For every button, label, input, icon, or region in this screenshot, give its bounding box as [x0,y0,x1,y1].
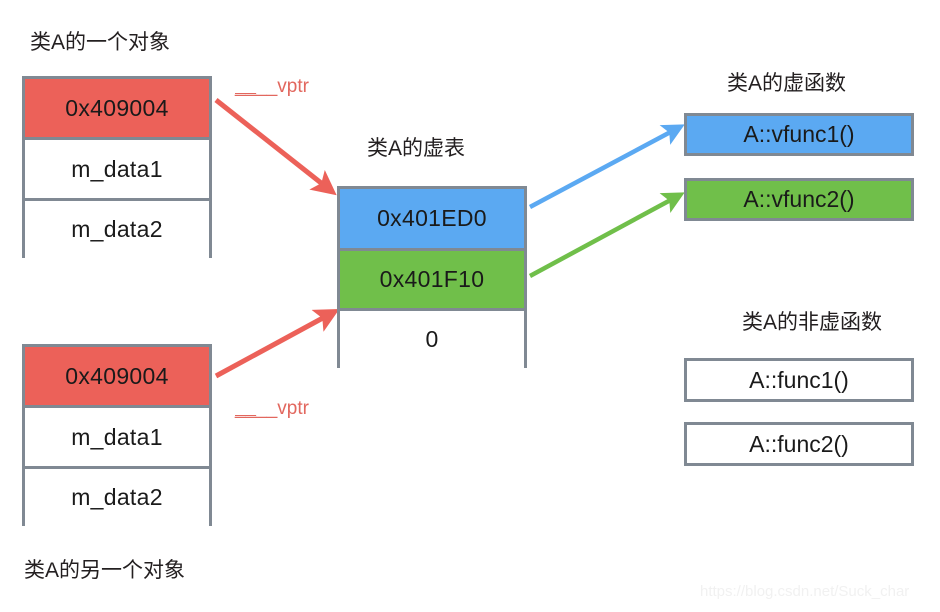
caption-object-bottom: 类A的另一个对象 [24,559,186,582]
nonvirtual-function-func1: A::func1() [684,358,914,402]
nonvirtual-function-func2: A::func2() [684,422,914,466]
object-block-top: 0x409004 m_data1 m_data2 [22,76,212,258]
vptr-label-bottom: ____vptr [235,398,309,419]
vptr-label-bottom-text: __vptr [256,398,309,419]
watermark-text: https://blog.csdn.net/Suck_char [700,583,910,600]
vptr-label-top-text: __vptr [256,76,309,97]
vptr-label-top: ____vptr [235,76,309,97]
object-top-member1-cell: m_data1 [25,137,209,198]
object-block-bottom: 0x409004 m_data1 m_data2 [22,344,212,526]
arrow-top-vptr-to-vtable [214,98,337,196]
virtual-function-vfunc1: A::vfunc1() [684,113,914,156]
object-top-vptr-cell: 0x409004 [25,79,209,137]
caption-virtual-functions: 类A的虚函数 [727,72,847,95]
vtable-block: 0x401ED0 0x401F10 0 [337,186,527,368]
arrow-vtable-slot2-to-vfunc2 [528,192,685,278]
caption-nonvirtual-functions: 类A的非虚函数 [742,311,883,334]
vtable-slot-3: 0 [340,308,524,368]
object-bottom-vptr-cell: 0x409004 [25,347,209,405]
arrow-bottom-vptr-to-vtable [214,308,340,379]
vtable-slot-1: 0x401ED0 [340,189,524,248]
arrow-vtable-slot1-to-vfunc1 [528,124,685,209]
object-top-member2-cell: m_data2 [25,198,209,258]
caption-object-top: 类A的一个对象 [30,31,171,54]
object-bottom-member2-cell: m_data2 [25,466,209,526]
object-bottom-member1-cell: m_data1 [25,405,209,466]
virtual-function-vfunc2: A::vfunc2() [684,178,914,221]
caption-vtable: 类A的虚表 [367,137,466,160]
vtable-slot-2: 0x401F10 [340,248,524,308]
